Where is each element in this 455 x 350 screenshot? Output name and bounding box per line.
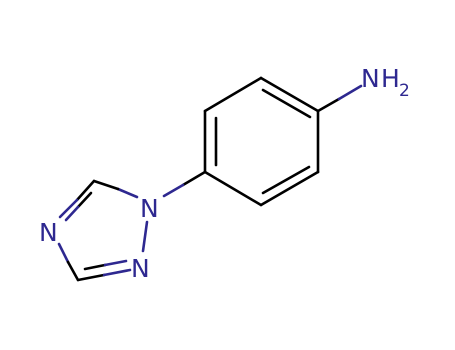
triazole-n2-label: N (131, 254, 150, 283)
amine-bond (316, 84, 363, 113)
triazole-ring (57, 179, 149, 282)
bond-c5-n1-carbon-half (181, 170, 207, 187)
bond-c3-c4 (259, 170, 320, 207)
bond-n1-c5t-carbon-half (92, 179, 120, 191)
bond-c3-n2-nitrogen-half (102, 268, 132, 277)
amine-hydrogen-count-label: 2 (399, 81, 410, 101)
bond-c3-n2-inner-carbon-half (83, 263, 107, 271)
bond-n1-c5t-nitrogen-half (116, 187, 139, 199)
bond-n4-c3-carbon-half (66, 260, 80, 282)
bond-c5-n1-nitrogen-half (162, 183, 185, 198)
amine-group-label: N H 2 (361, 64, 410, 101)
bond-c3-n2-carbon-half (76, 273, 106, 282)
bond-c5t-n4-inner-carbon-half (76, 191, 93, 209)
amine-nitrogen-label: N (361, 64, 380, 93)
bond-c5t-n4-inner-nitrogen-half (64, 205, 80, 222)
triazole-n1-label: N (140, 194, 159, 223)
bond-n4-c3-nitrogen-half (57, 242, 70, 264)
amine-hydrogen-label: H (381, 64, 400, 93)
bond-c4-c5 (203, 170, 263, 207)
triazole-n4-label: N (39, 218, 58, 247)
bond-c6-c1 (203, 76, 263, 113)
bond-c3-c4-inner (261, 165, 311, 195)
bond-n2-n1 (141, 220, 149, 253)
benzene-ring (203, 76, 320, 207)
bond-c1-c2-inner (261, 88, 312, 119)
bond-c2-n-amine-carbon-half (316, 97, 341, 113)
aryl-triazole-bond (162, 170, 207, 198)
bond-c5t-n4-carbon-half (75, 179, 96, 202)
bond-c2-n-amine-nitrogen-half (337, 84, 363, 101)
bond-c1-c2 (259, 76, 320, 113)
bond-c3-n2-inner-nitrogen-half (103, 259, 128, 267)
bond-c5t-n4-nitrogen-half (58, 198, 79, 219)
